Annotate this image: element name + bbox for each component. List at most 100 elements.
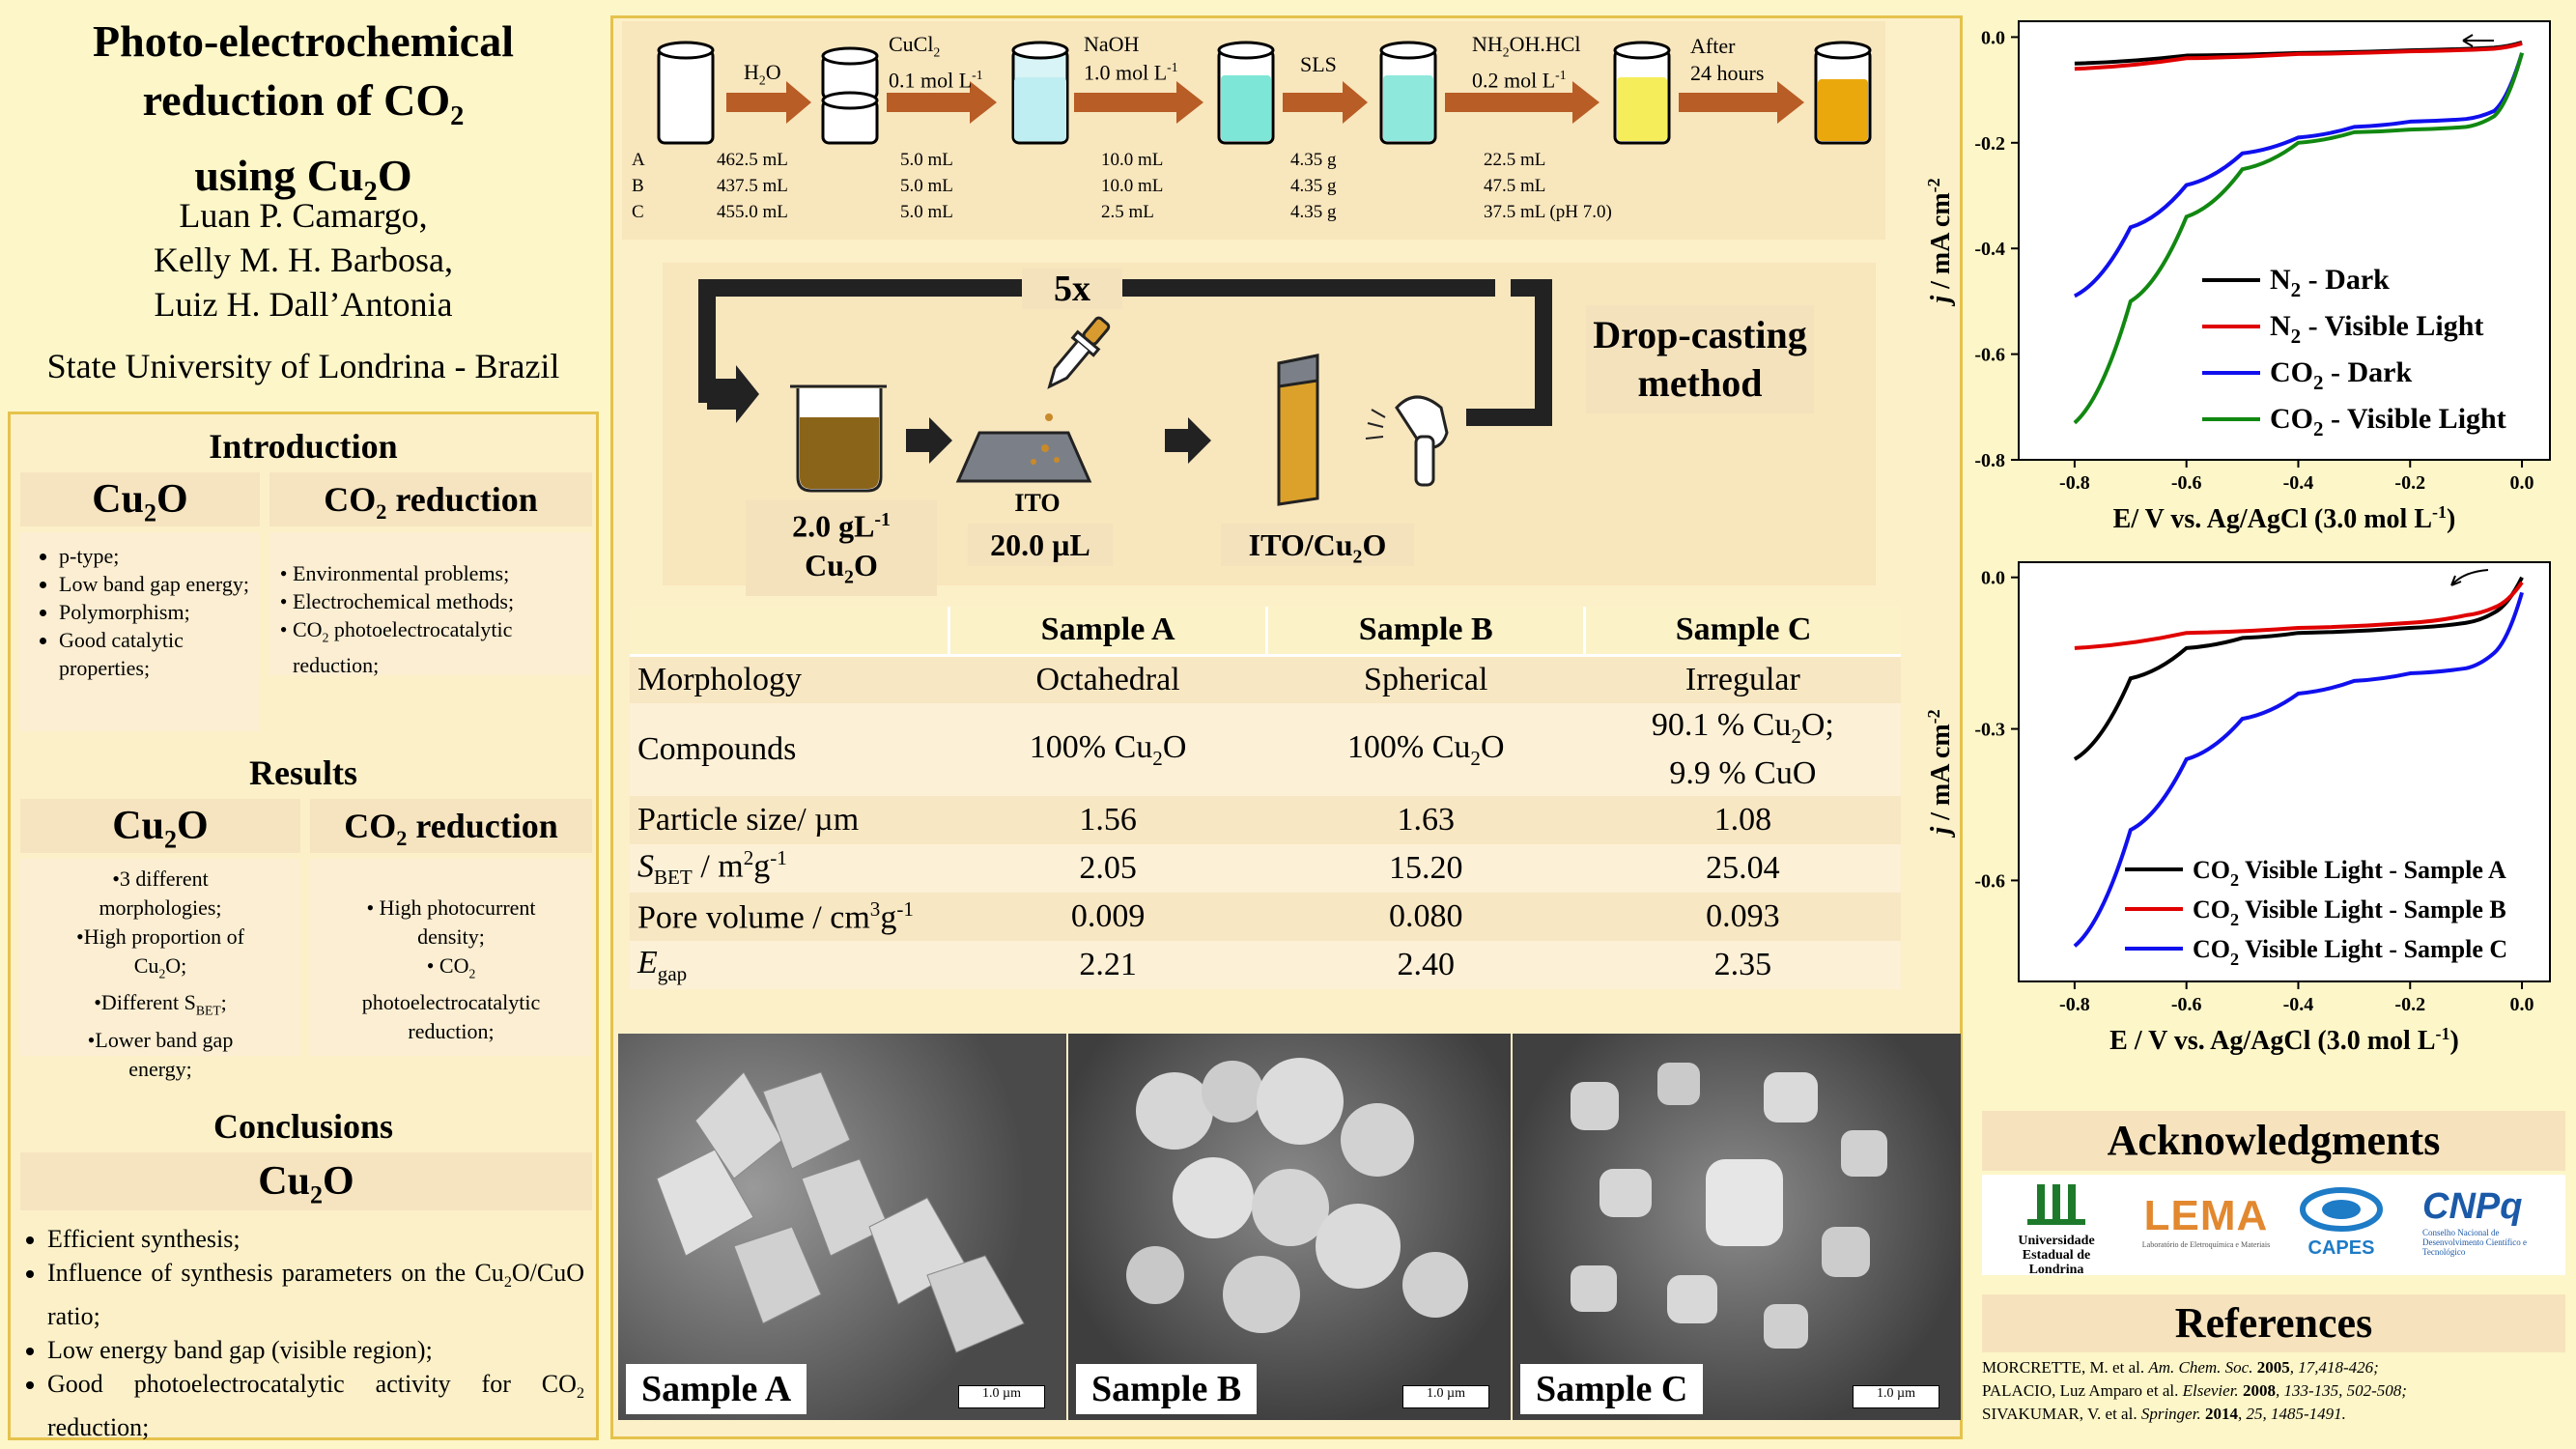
x-tick-label: -0.4 [2283,472,2314,494]
x-tick-label: -0.2 [2394,994,2425,1015]
list-item: Low band gap energy; [59,570,260,598]
y-tick-label: -0.8 [1974,450,2005,471]
suspension-label: 2.0 gL-1 Cu2O [746,500,937,597]
scan-direction-arrow [2462,34,2494,47]
x-tick-label: -0.4 [2283,994,2314,1015]
introduction-heading: Introduction [209,427,398,466]
ack-logos: Universidade Estadual de Londrina LEMA L… [1982,1175,2565,1277]
series-line [2073,52,2524,298]
ito-cu2o-electrode [1277,354,1319,506]
intro-cu2o-header: Cu2O [20,472,260,526]
legend-label: CO2 Visible Light - Sample A [2193,856,2506,890]
results-co2-list: • High photocurrent density; • CO2 photo… [310,859,592,1056]
table-row: SBET / m2g-1 2.05 15.20 25.04 [630,844,1901,893]
reference-item: SIVAKUMAR, V. et al. Springer. 2014, 25,… [1982,1405,2346,1423]
x-tick-label: -0.8 [2059,472,2090,494]
list-item: Environmental problems; [293,559,592,587]
step-label-h2o: H2O [744,60,781,88]
table-header: Sample B [1266,607,1587,655]
list-item: p-type; [59,542,260,570]
list-item: Electrochemical methods; [293,587,592,615]
list-item: Polymorphism; [59,598,260,626]
tree-icon [2027,1184,2085,1225]
y-axis-label: j / mA cm-2 [1924,178,1956,306]
plot-area [2018,561,2551,982]
step-label-sls: SLS [1300,52,1337,76]
dropper-icon [1047,316,1111,389]
synthesis-vessels [657,41,1872,145]
legend-label: N2 - Visible Light [2270,310,2483,348]
x-tick-label: 0.0 [2510,472,2534,494]
sem-image-sample-b: Sample B 1.0 µm [1068,1034,1511,1420]
scale-bar: 1.0 µm [1402,1385,1489,1408]
table-row: Egap 2.21 2.40 2.35 [630,941,1901,989]
x-tick-label: -0.8 [2059,994,2090,1015]
table-header: Sample A [948,607,1269,655]
ack-heading: Acknowledgments [1982,1111,2565,1171]
poster-title: Photo-electrochemical reduction of CO2 u… [93,16,514,208]
y-axis-label: j / mA cm-2 [1924,709,1956,838]
x-tick-label: -0.2 [2394,472,2425,494]
series-line [2073,52,2524,425]
reference-item: MORCRETTE, M. et al. Am. Chem. Soc. 2005… [1982,1358,2379,1377]
spheres-graphic [1126,1058,1468,1333]
x-tick-label: -0.6 [2171,472,2202,494]
legend-label: CO2 Visible Light - Sample C [2193,935,2507,969]
capes-icon [2300,1187,2383,1232]
table-header-row: Sample A Sample B Sample C [630,607,1901,655]
x-tick-label: -0.6 [2171,994,2202,1015]
beaker-split [821,46,879,145]
beaker-suspension [790,384,887,493]
uel-logo: Universidade Estadual de Londrina [1999,1180,2113,1277]
lema-logo: LEMA Laboratório de Eletroquímica e Mate… [2141,1192,2271,1249]
intro-cu2o-list: p-type; Low band gap energy; Polymorphis… [20,532,260,731]
table-row: Compounds 100% Cu2O 100% Cu2O 90.1 % Cu2… [630,703,1901,796]
process-arrows [726,81,1804,124]
series-line [2073,576,2524,761]
x-axis-label: E / V vs. Ag/AgCl (3.0 mol L-1) [2109,1024,2459,1056]
ito-plate [955,431,1092,483]
irregular-particles-graphic [1571,1063,1887,1349]
sem-image-sample-a: Sample A 1.0 µm [618,1034,1066,1420]
method-label: Drop-casting method [1586,305,1814,413]
beaker-water [657,41,715,145]
list-item: Low energy band gap (visible region); [47,1333,584,1367]
dropcasting-graphic [698,279,1552,506]
legend-label: N2 - Dark [2270,264,2390,301]
series-line [2074,42,2523,71]
sem-label: Sample B [1076,1364,1258,1414]
y-tick-label: -0.6 [1974,870,2005,892]
y-tick-label: -0.6 [1974,345,2005,366]
repeat-count: 5x [1022,269,1122,309]
beaker-sls [1379,41,1437,145]
results-heading: Results [248,753,357,792]
conclusions-list: Efficient synthesis; Influence of synthe… [20,1222,584,1444]
table-row: Morphology Octahedral Spherical Irregula… [630,655,1901,703]
affiliation: State University of Londrina - Brazil [46,347,560,385]
scale-bar: 1.0 µm [1853,1385,1939,1408]
y-tick-label: -0.2 [1974,133,2005,155]
table-row: Pore volume / cm3g-1 0.009 0.080 0.093 [630,893,1901,941]
conclusions-heading: Conclusions [212,1107,394,1146]
x-tick-label: 0.0 [2510,994,2534,1015]
plot-area [2018,20,2551,461]
list-item: Good catalytic properties; [59,626,260,682]
intro-co2-list: Environmental problems; Electrochemical … [269,532,592,677]
properties-table: Sample A Sample B Sample C Morphology Oc… [630,607,1901,989]
beaker-cucl2 [1011,41,1069,145]
volume-label: 20.0 µL [968,524,1113,566]
series-line [2074,581,2524,650]
list-item: Good photoelectrocatalytic activity for … [47,1367,584,1444]
dropcasting-scheme: 5x Drop-casting method 2.0 gL-1 Cu2O ITO… [663,263,1876,597]
results-cu2o-list: •3 different morphologies; •High proport… [20,859,300,1081]
